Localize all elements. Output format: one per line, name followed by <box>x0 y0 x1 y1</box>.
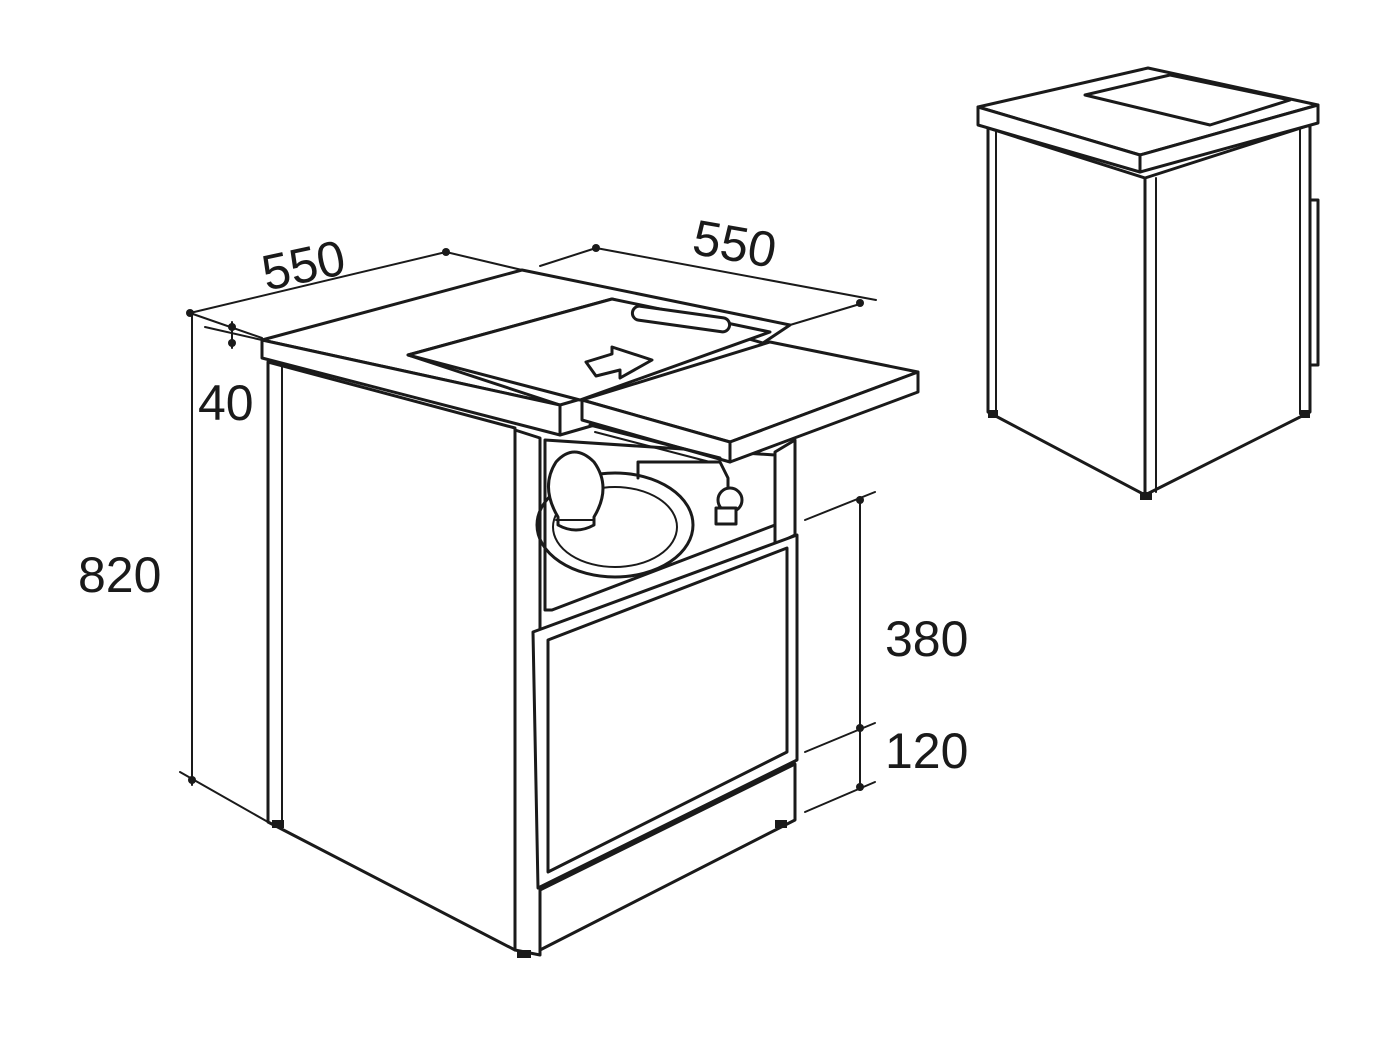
closed-left-side <box>986 126 1147 497</box>
drawer-door-inset <box>546 546 789 874</box>
drawer-door <box>531 533 799 890</box>
faucet-pipe <box>636 460 730 492</box>
dimension-lines <box>179 244 877 823</box>
closed-top-lid <box>1083 73 1292 127</box>
foot <box>272 820 284 828</box>
right-post <box>773 438 797 547</box>
left-side-panel <box>266 360 517 952</box>
foot <box>775 820 787 828</box>
closed-front-side <box>1143 123 1312 497</box>
dim-top-thickness: 40 <box>198 375 254 431</box>
dim-plinth-height: 120 <box>885 723 968 779</box>
plinth <box>538 762 797 952</box>
dim-total-height: 820 <box>78 547 161 603</box>
jar-icon <box>547 450 605 532</box>
front-post <box>513 428 542 957</box>
sink-bowl <box>535 471 695 579</box>
main-cabinet <box>260 268 920 958</box>
dim-width-left: 550 <box>257 229 350 301</box>
dim-door-height: 380 <box>885 611 968 667</box>
slide-arrow-icon <box>584 345 654 380</box>
closed-handle <box>1308 198 1320 367</box>
foot <box>517 950 531 958</box>
closed-cabinet <box>976 66 1320 500</box>
